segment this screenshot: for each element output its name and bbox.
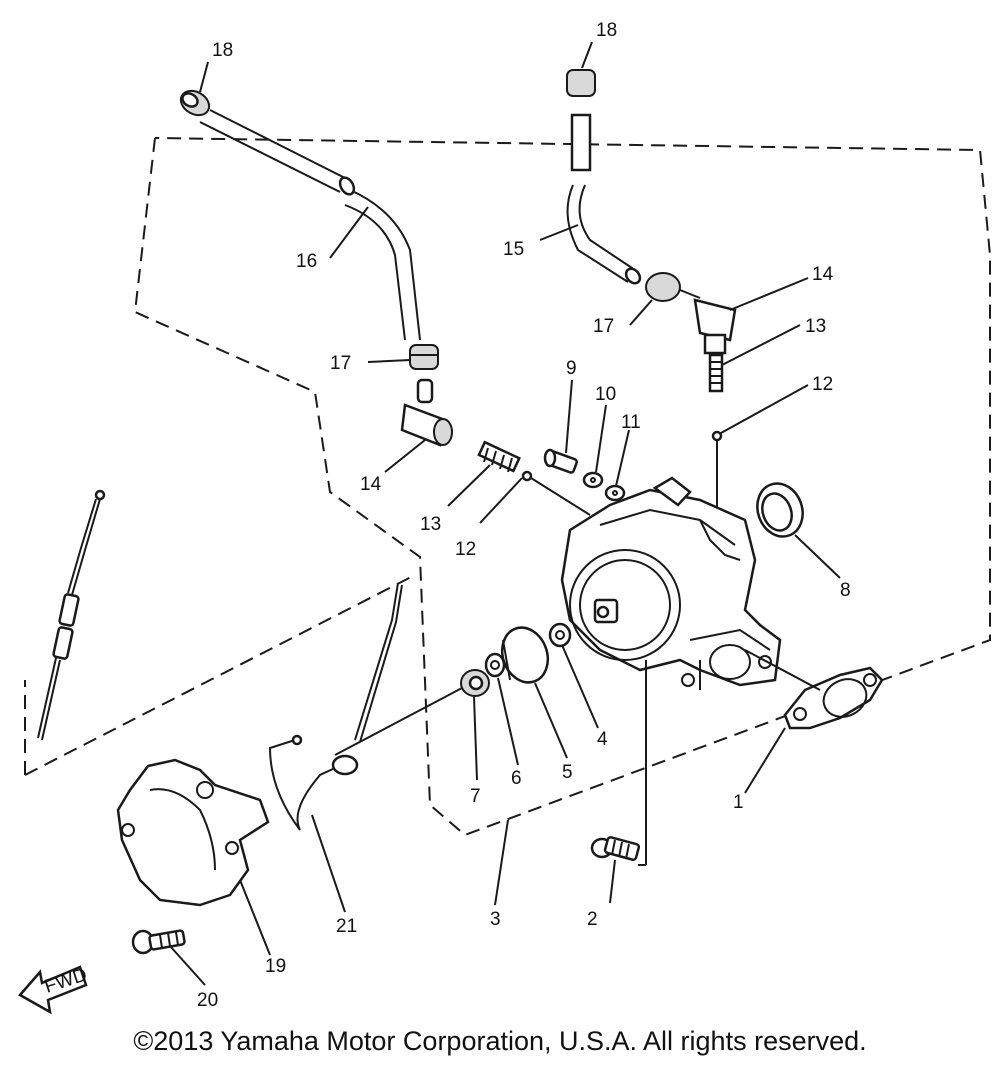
callout-19: 19 — [265, 956, 286, 977]
collar-7 — [460, 669, 490, 697]
callout-12-left: 12 — [455, 539, 476, 560]
assembly-boundary-outer — [133, 137, 991, 837]
callout-1: 1 — [733, 792, 744, 813]
callout-18-left: 18 — [212, 40, 233, 61]
callout-15: 15 — [503, 239, 524, 260]
callout-2: 2 — [587, 909, 598, 930]
callout-11: 11 — [621, 412, 641, 433]
callout-14-left: 14 — [360, 474, 382, 495]
pump-cover-19 — [116, 758, 270, 907]
spring-13-right — [708, 353, 724, 393]
callout-18-right: 18 — [596, 20, 617, 41]
callout-16: 16 — [296, 251, 317, 272]
callout-21: 21 — [336, 916, 357, 937]
screw-20 — [131, 929, 186, 955]
callout-20: 20 — [197, 990, 218, 1011]
callout-9: 9 — [566, 358, 577, 379]
gasket-1 — [783, 666, 884, 730]
oil-seal-8 — [756, 482, 804, 538]
callout-6: 6 — [511, 768, 522, 789]
elbow-fitting-14-left — [400, 378, 453, 447]
callout-12-right: 12 — [812, 374, 833, 395]
callout-8: 8 — [840, 580, 851, 601]
elbow-fitting-14-right — [693, 298, 737, 355]
copyright-notice: ©2013 Yamaha Motor Corporation, U.S.A. A… — [133, 1026, 867, 1056]
hose-clamp-17-right — [645, 272, 701, 302]
hose-fitting-18-left — [179, 89, 211, 117]
leader-line-gasket — [744, 649, 821, 691]
screw-9 — [543, 448, 578, 474]
callout-10: 10 — [595, 384, 616, 405]
throttle-cable — [37, 489, 106, 741]
hose-16 — [199, 109, 421, 341]
hose-15 — [566, 184, 642, 285]
drive-gear-5 — [500, 626, 550, 684]
callout-17-right: 17 — [593, 316, 614, 337]
forward-arrow-icon: FWD — [18, 964, 90, 1015]
callout-3: 3 — [490, 909, 501, 930]
check-ball-12-left — [521, 470, 533, 482]
exploded-parts-diagram: FWD 18 18 16 15 17 17 14 13 12 9 — [18, 20, 991, 1015]
check-ball-12-right — [711, 430, 723, 442]
hose-clamp-17-left — [409, 344, 439, 370]
bolt-2 — [590, 836, 641, 861]
washer-11 — [604, 484, 626, 502]
washer-10 — [582, 471, 604, 489]
cable-boundary — [24, 574, 416, 776]
hose-fitting-18-right — [566, 69, 596, 172]
oil-pump-body — [560, 476, 782, 690]
washer-4 — [548, 622, 572, 648]
leader-line-ball-12-left — [530, 477, 591, 516]
callout-leaders — [169, 41, 841, 986]
pump-cable-21 — [268, 582, 403, 831]
callout-4: 4 — [597, 729, 608, 750]
cable-guide-line — [334, 687, 463, 756]
callout-5: 5 — [562, 762, 573, 783]
callout-14-right: 14 — [812, 264, 834, 285]
callout-17-left: 17 — [330, 353, 351, 374]
callout-7: 7 — [470, 786, 481, 807]
washer-6 — [484, 652, 506, 678]
spring-13-left — [477, 440, 521, 473]
callout-13-left: 13 — [420, 514, 441, 535]
callout-13-right: 13 — [805, 316, 826, 337]
